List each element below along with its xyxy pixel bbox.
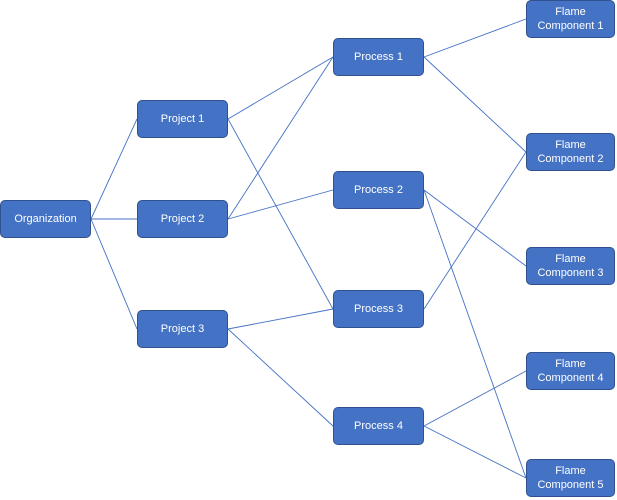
- connector-process-4-to-flame-component-4: [423, 370, 527, 427]
- connector-project-3-to-process-3: [227, 308, 334, 330]
- connector-project-1-to-process-1: [227, 56, 334, 120]
- connector-process-2-to-flame-component-5: [423, 189, 527, 479]
- connector-organization-to-project-1: [90, 118, 138, 220]
- connector-process-1-to-flame-component-1: [423, 18, 527, 58]
- connector-process-1-to-flame-component-2: [423, 56, 527, 153]
- connector-project-2-to-process-1: [227, 56, 334, 220]
- connector-organization-to-project-3: [90, 218, 138, 330]
- project-3-node: Project 3: [137, 310, 228, 348]
- process-1-node: Process 1: [333, 38, 424, 76]
- connector-project-2-to-process-2: [227, 189, 334, 220]
- flame-component-5-node: Flame Component 5: [526, 459, 615, 497]
- flame-component-3-node: Flame Component 3: [526, 247, 615, 285]
- flame-component-1-node: Flame Component 1: [526, 0, 615, 38]
- flame-component-4-node: Flame Component 4: [526, 352, 615, 390]
- process-4-node: Process 4: [333, 407, 424, 445]
- connector-project-3-to-process-4: [227, 328, 334, 427]
- connector-process-3-to-flame-component-2: [423, 151, 527, 310]
- process-2-node: Process 2: [333, 171, 424, 209]
- project-2-node: Project 2: [137, 200, 228, 238]
- flame-component-2-node: Flame Component 2: [526, 133, 615, 171]
- connector-process-4-to-flame-component-5: [423, 425, 527, 479]
- project-1-node: Project 1: [137, 100, 228, 138]
- connector-process-2-to-flame-component-3: [423, 189, 527, 267]
- process-3-node: Process 3: [333, 290, 424, 328]
- connector-project-1-to-process-3: [227, 118, 334, 310]
- organization-node: Organization: [0, 200, 91, 238]
